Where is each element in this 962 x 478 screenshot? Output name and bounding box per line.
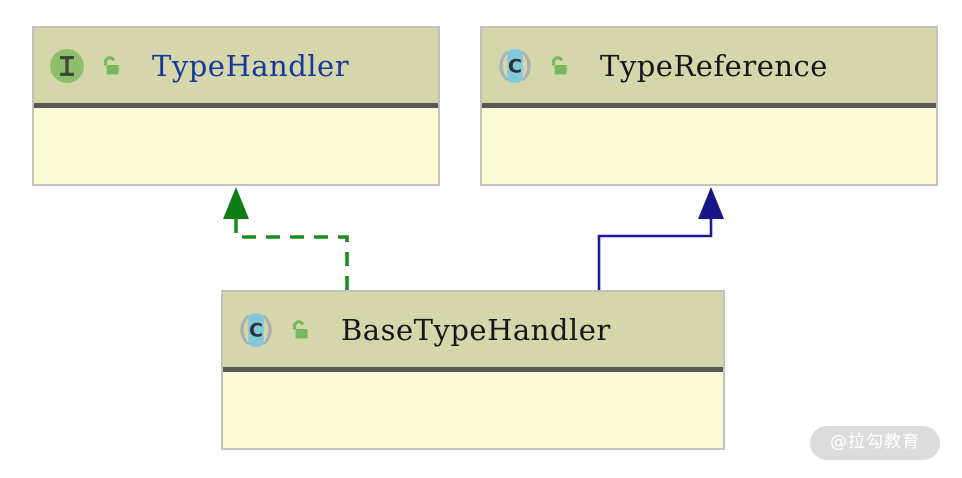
uml-node-base-type-handler[interactable]: C BaseTypeHandler [221, 290, 725, 450]
uml-node-header: TypeHandler [34, 28, 438, 108]
realization-arrowhead [223, 187, 249, 219]
unlocked-padlock-icon [544, 53, 570, 79]
watermark-badge: @拉勾教育 [810, 426, 940, 460]
svg-text:C: C [249, 319, 263, 341]
uml-node-type-reference[interactable]: C TypeReference [480, 26, 938, 186]
svg-text:C: C [508, 55, 522, 77]
generalization-arrowhead [698, 187, 724, 219]
uml-node-title: TypeHandler [152, 48, 350, 83]
uml-node-members-compartment [482, 108, 936, 184]
watermark-text: @拉勾教育 [830, 432, 920, 452]
class-c-icon: C [235, 309, 277, 351]
uml-node-title: BaseTypeHandler [341, 312, 611, 347]
class-c-icon: C [494, 45, 536, 87]
unlocked-padlock-icon [285, 317, 311, 343]
unlocked-padlock-icon [96, 53, 122, 79]
uml-node-members-compartment [223, 372, 723, 448]
uml-node-header: C TypeReference [482, 28, 936, 108]
interface-i-icon [46, 45, 88, 87]
uml-node-type-handler[interactable]: TypeHandler [32, 26, 440, 186]
edge-generalization-type-reference [597, 187, 724, 290]
uml-node-title: TypeReference [600, 48, 828, 83]
edge-realization-type-handler [223, 187, 349, 290]
uml-node-header: C BaseTypeHandler [223, 292, 723, 372]
uml-node-members-compartment [34, 108, 438, 184]
